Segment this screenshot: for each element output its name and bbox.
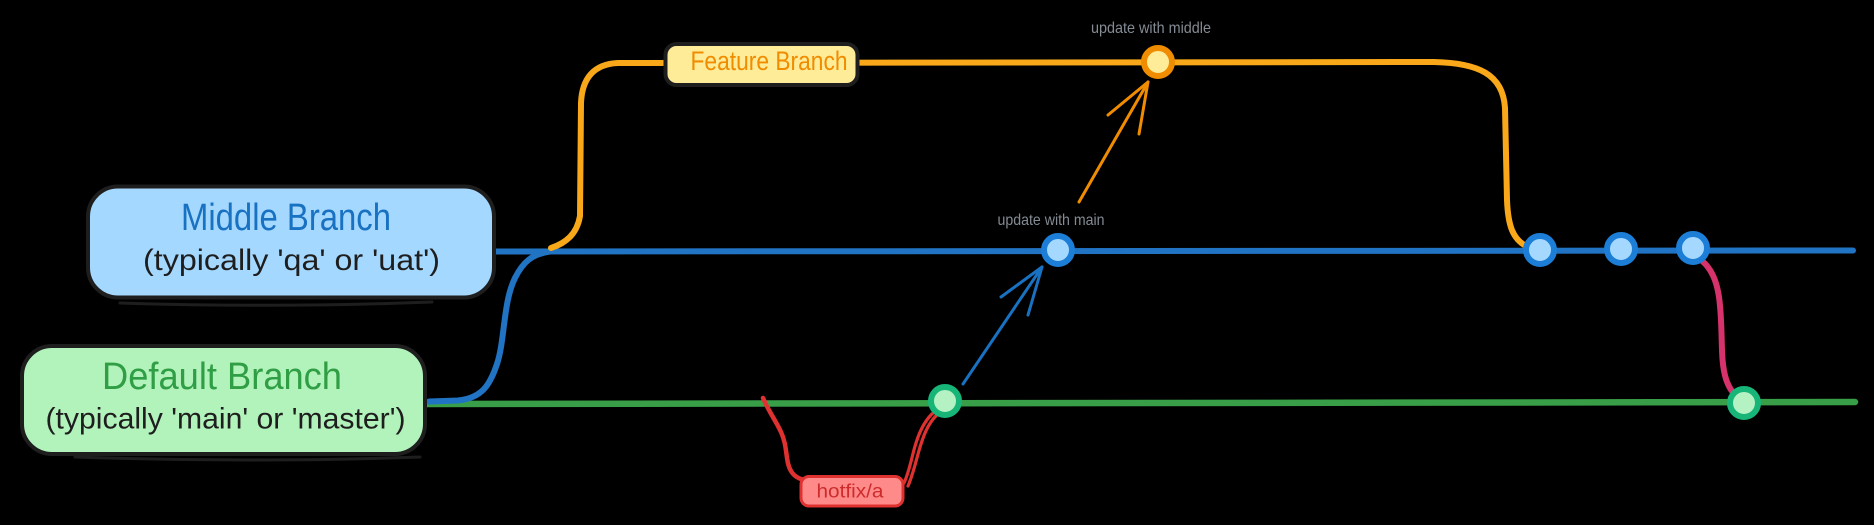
svg-text:Middle Branch: Middle Branch [181, 197, 391, 239]
svg-text:hotfix/a: hotfix/a [817, 482, 884, 503]
svg-text:(typically 'main' or 'master'): (typically 'main' or 'master') [46, 403, 406, 436]
svg-text:Feature Branch: Feature Branch [691, 46, 848, 76]
svg-text:update with main: update with main [998, 212, 1105, 229]
svg-text:(typically 'qa' or 'uat'): (typically 'qa' or 'uat') [143, 244, 440, 277]
svg-text:update with middle: update with middle [1091, 20, 1211, 37]
svg-text:Default Branch: Default Branch [102, 356, 342, 398]
